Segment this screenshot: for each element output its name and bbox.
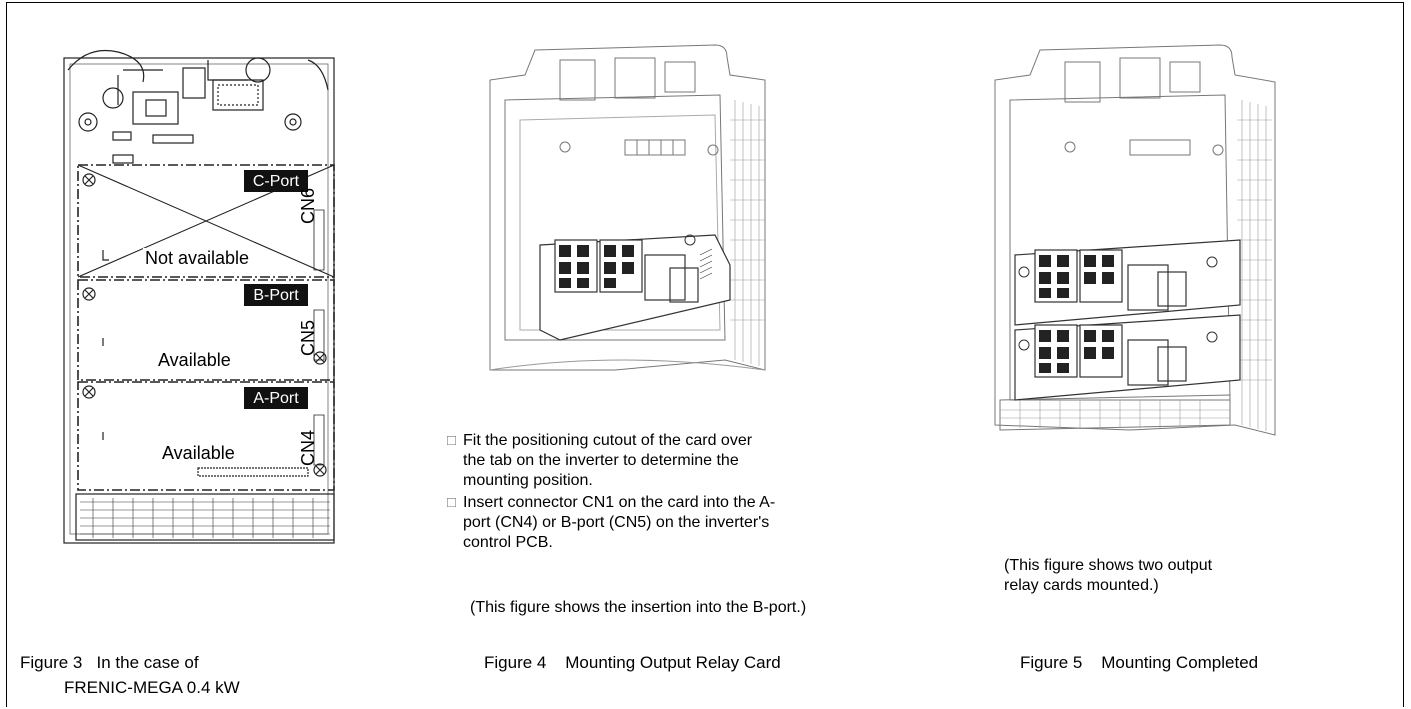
cn4-label: CN4 bbox=[298, 429, 318, 466]
cn5-label: CN5 bbox=[298, 319, 318, 356]
instruction-text: Fit the positioning cutout of the card o… bbox=[463, 432, 753, 489]
figure3-caption-line2: FRENIC-MEGA 0.4 kW bbox=[64, 678, 240, 697]
figure5-caption: Figure 5 Mounting Completed bbox=[1020, 653, 1259, 672]
figure4-caption: Figure 4 Mounting Output Relay Card bbox=[484, 653, 781, 672]
c-port-status: Not available bbox=[143, 248, 252, 269]
c-port-label: C-Port bbox=[252, 173, 300, 190]
checkbox-bullet-icon: □ bbox=[447, 494, 457, 511]
figure5-inverter-drawing bbox=[994, 44, 1276, 436]
figure4-note: (This figure shows the insertion into th… bbox=[470, 599, 807, 616]
figure5-note: (This figure shows two output relay card… bbox=[1004, 557, 1213, 594]
figure3-caption-line1: Figure 3 In the case of bbox=[20, 653, 199, 672]
figure3-pcb-diagram bbox=[63, 49, 335, 544]
instruction-text: Insert connector CN1 on the card into th… bbox=[463, 494, 776, 551]
b-port-status: Available bbox=[158, 350, 231, 370]
page-frame bbox=[6, 2, 1404, 707]
b-port-label: B-Port bbox=[253, 287, 299, 304]
figure4-instructions: □ Fit the positioning cutout of the card… bbox=[447, 431, 777, 555]
a-port-status: Available bbox=[162, 443, 235, 463]
cn6-label: CN6 bbox=[298, 187, 318, 224]
figure4-inverter-drawing bbox=[489, 44, 766, 371]
instruction-item: □ Insert connector CN1 on the card into … bbox=[447, 493, 777, 553]
a-port-label: A-Port bbox=[253, 390, 299, 407]
checkbox-bullet-icon: □ bbox=[447, 432, 457, 449]
instruction-item: □ Fit the positioning cutout of the card… bbox=[447, 431, 777, 491]
